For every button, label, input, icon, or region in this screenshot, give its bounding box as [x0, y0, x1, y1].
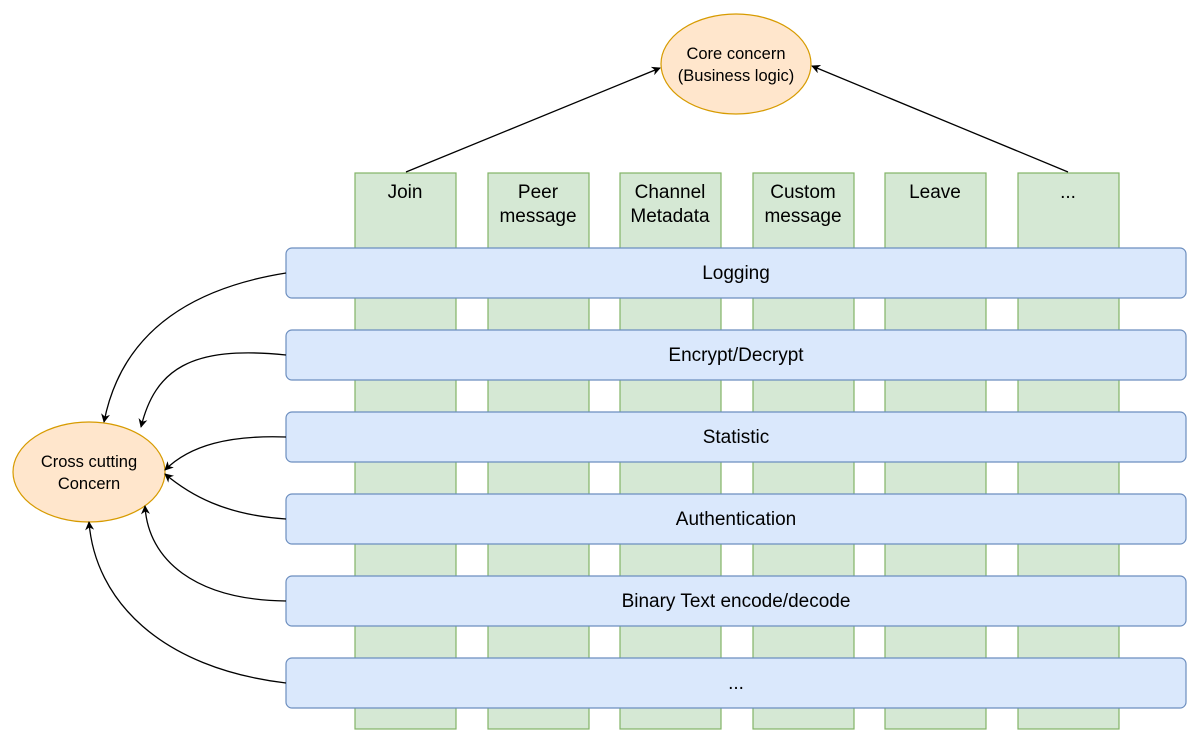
column-label-peer-line2: message	[499, 206, 576, 227]
column-label-custom-line2: message	[764, 206, 841, 227]
arrow-more-to-cross	[85, 521, 287, 684]
cross-cutting-ellipse	[12, 421, 166, 523]
core-concern-node: Core concern (Business logic)	[660, 13, 812, 115]
column-label-peer-line1: Peer	[518, 182, 559, 203]
column-label-leave: Leave	[909, 182, 961, 203]
column-label-join: Join	[388, 182, 423, 203]
column-label-channel-line1: Channel	[635, 182, 706, 203]
arrow-logging-to-cross	[101, 272, 287, 423]
column-label-channel-line2: Metadata	[630, 206, 710, 227]
layer-label-statistic: Statistic	[703, 427, 770, 448]
arrow-binary-to-cross	[140, 505, 287, 602]
column-label-more: ...	[1060, 182, 1076, 203]
core-concern-label-line2: (Business logic)	[678, 67, 794, 85]
column-labels: Join Peer message Channel Metadata Custo…	[388, 182, 1076, 227]
arrow-encrypt-to-cross	[138, 352, 287, 428]
column-label-custom-line1: Custom	[770, 182, 835, 203]
layer-label-authentication: Authentication	[676, 509, 796, 530]
arrow-authentication-to-cross	[164, 473, 287, 520]
layer-label-encrypt-decrypt: Encrypt/Decrypt	[668, 345, 804, 366]
cross-cutting-concern-node: Cross cutting Concern	[12, 421, 166, 523]
cross-cutting-label-line2: Concern	[58, 475, 120, 493]
cross-cutting-arrows	[85, 272, 287, 684]
core-concern-label-line1: Core concern	[686, 45, 785, 63]
arrow-more-to-core	[811, 64, 1069, 173]
core-concern-ellipse	[660, 13, 812, 115]
cross-cutting-label-line1: Cross cutting	[41, 453, 137, 471]
arrow-statistic-to-cross	[164, 436, 287, 471]
core-arrows	[405, 64, 1069, 173]
cross-cutting-layers: Logging Encrypt/Decrypt Statistic Authen…	[285, 247, 1187, 709]
layer-label-logging: Logging	[702, 263, 770, 284]
layer-label-binary-text: Binary Text encode/decode	[622, 591, 851, 612]
layer-label-more: ...	[728, 673, 744, 694]
arrow-join-to-core	[405, 66, 661, 173]
